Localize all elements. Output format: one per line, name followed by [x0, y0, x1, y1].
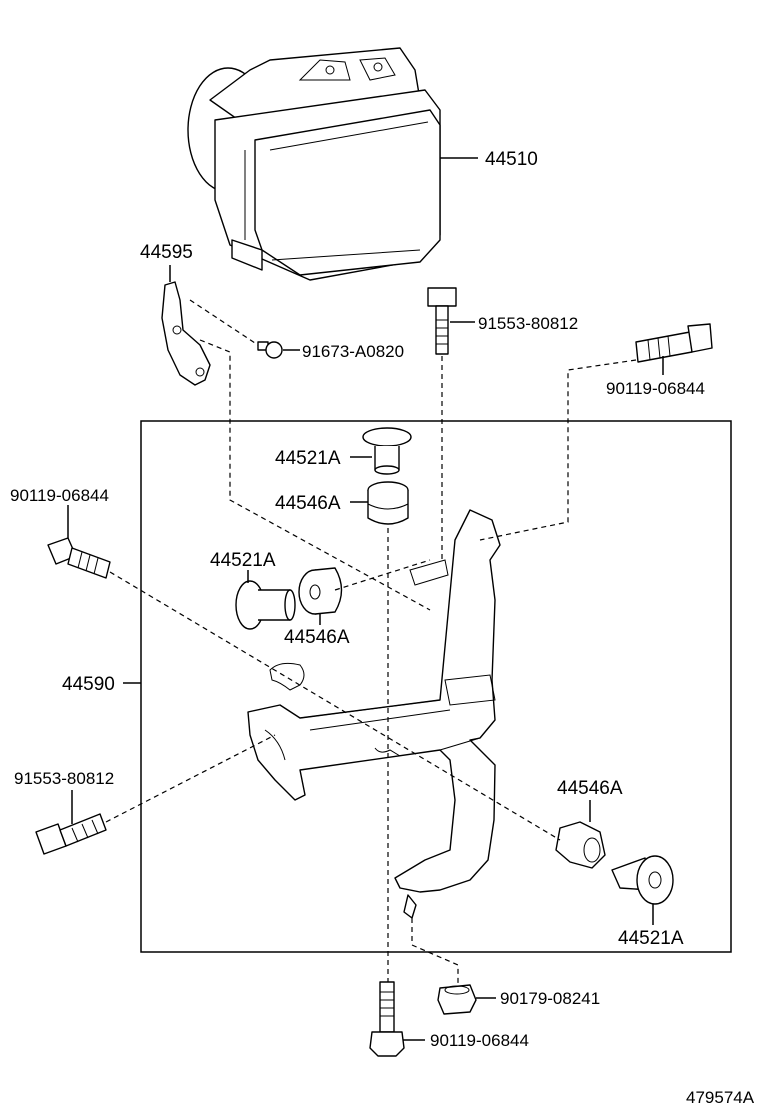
- label-90179-08241: 90179-08241: [500, 989, 600, 1008]
- label-44521a-top: 44521A: [275, 448, 341, 469]
- alignment-line-91673: [189, 299, 259, 346]
- bracket-assembly-frame: [140, 420, 732, 953]
- alignment-line-90119-left: [109, 571, 561, 841]
- cushion-44546a-top: [367, 481, 409, 525]
- label-91673-a0820: 91673-A0820: [302, 342, 404, 361]
- cushion-44546a-right: [555, 821, 606, 869]
- label-91553-80812-top: 91553-80812: [478, 314, 578, 333]
- alignment-line-nut: [411, 918, 459, 985]
- alignment-line-90119-top-right: [479, 359, 637, 541]
- label-90119-06844-left: 90119-06844: [10, 486, 109, 505]
- bolt-90119-bottom: [369, 981, 405, 1057]
- bolt-90119-top-right: [635, 323, 713, 363]
- alignment-line-91553-left: [105, 734, 276, 823]
- label-44546a-mid: 44546A: [284, 627, 350, 648]
- drawing-number: 479574A: [686, 1088, 755, 1107]
- collar-44521a-right: [611, 855, 674, 905]
- label-44546a-right: 44546A: [557, 778, 623, 799]
- bolt-91553-left: [35, 813, 107, 855]
- label-44510: 44510: [485, 149, 538, 170]
- collar-44521a-mid: [235, 580, 296, 630]
- label-44521a-mid: 44521A: [210, 550, 276, 571]
- label-91553-80812-left: 91553-80812: [14, 769, 114, 788]
- bracket-44590: [247, 509, 501, 919]
- label-44546a-top: 44546A: [275, 493, 341, 514]
- bracket-44595: [161, 281, 211, 386]
- label-44521a-right: 44521A: [618, 928, 684, 949]
- abs-actuator-44510: [187, 47, 441, 281]
- label-44595: 44595: [140, 242, 193, 263]
- bolt-91673: [257, 341, 283, 359]
- label-90119-06844-top-right: 90119-06844: [606, 379, 705, 398]
- collar-44521a-top: [362, 427, 412, 475]
- bolt-91553-top: [427, 287, 457, 355]
- bolt-90119-left: [47, 537, 111, 579]
- label-90119-06844-bottom: 90119-06844: [430, 1031, 529, 1050]
- cushion-44546a-mid: [298, 567, 343, 615]
- label-44590: 44590: [62, 674, 115, 695]
- nut-90179: [437, 984, 477, 1015]
- alignment-line-mid-bushing: [334, 559, 431, 591]
